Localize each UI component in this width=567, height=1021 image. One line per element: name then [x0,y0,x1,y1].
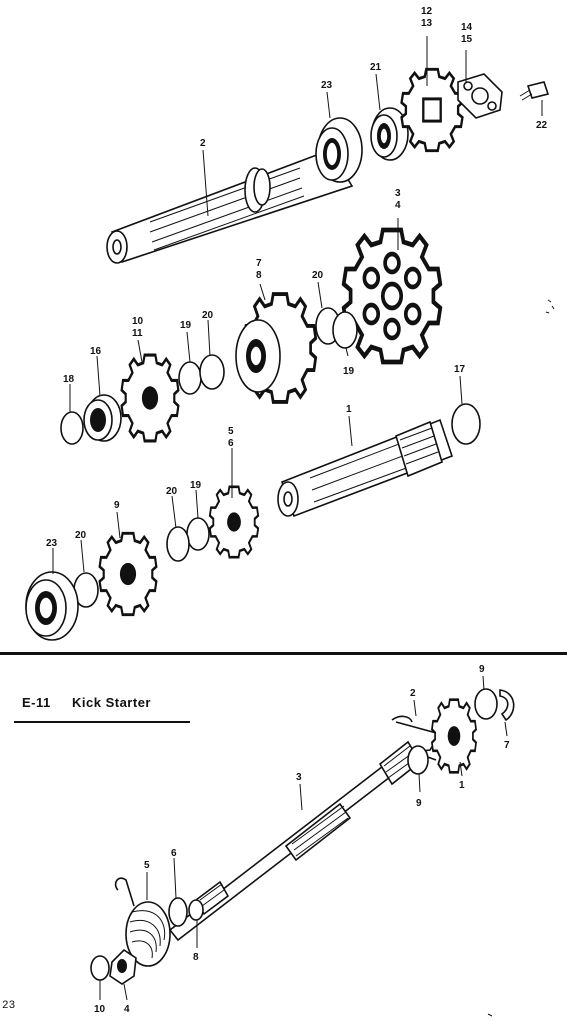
washer-9-top-part [474,688,498,720]
callout-23-bottom: 23 [46,538,58,549]
callout-lower-5: 5 [144,860,150,871]
gear-10-11-part [120,353,180,443]
circlip-20-a-part [199,354,225,390]
gear-5-6-part [208,485,260,559]
callout-19-c: 19 [190,480,202,491]
section-name: Kick Starter [72,695,151,710]
callout-2: 2 [200,138,206,149]
callout-20-c: 20 [75,530,87,541]
nut-4-part [109,948,137,985]
callout-lower-9-mid: 9 [416,798,422,809]
leader-lines-upper [52,36,543,574]
callout-21: 21 [370,62,382,73]
circlip-7-part [499,689,515,722]
bearing-21-part [370,107,409,161]
return-spring-5-part [114,877,171,967]
callouts-lower: 9 2 7 1 9 3 5 6 8 10 4 [94,664,510,1015]
bearing-23-top-part [315,117,363,183]
callout-lower-1: 1 [459,780,465,791]
bushing-16-part [83,394,122,442]
washer-18-part [60,411,84,445]
bolt-22-part [519,81,550,101]
washer-19-a-part [178,361,202,395]
callout-16: 16 [90,346,102,357]
circlip-20-b-part [166,526,190,562]
section-heading: E-11 Kick Starter [14,695,190,723]
callout-19-b: 19 [343,366,355,377]
callout-lower-7: 7 [504,740,510,751]
heading-underline [14,721,190,723]
section-divider [0,652,567,655]
plate-14-15-part [457,73,503,119]
callout-19-a: 19 [180,320,192,331]
section-code: E-11 [22,695,51,710]
callout-22: 22 [536,120,548,131]
callout-lower-3: 3 [296,772,302,783]
washer-9-mid-part [407,745,429,775]
callout-20-mid: 20 [312,270,324,281]
mainshaft-part [106,149,354,264]
speck-mark [545,299,555,314]
washer-6-part [168,897,188,927]
leader-lines-lower [99,675,508,1001]
collar-8-part [188,899,204,921]
callout-lower-4: 4 [124,1004,130,1015]
kick-spindle-part [168,740,422,942]
page-number: 23 [2,1000,15,1012]
washer-19-c-part [186,517,210,551]
callout-9: 9 [114,500,120,511]
callout-23-top: 23 [321,80,333,91]
sprocket-12-13-part [400,67,464,153]
callout-1: 1 [346,404,352,415]
callout-lower-8: 8 [193,952,199,963]
callout-lower-10: 10 [94,1004,106,1015]
bearing-23-bottom-part [25,571,79,641]
ratchet-gear-1-part [430,698,478,774]
speck-mark-lower [487,1013,493,1017]
gear-7-8-part [235,292,318,404]
callout-lower-6: 6 [171,848,177,859]
callout-17: 17 [454,364,466,375]
kick-starter-group: 9 2 7 1 9 3 5 6 8 10 4 [90,664,515,1017]
callout-20-b: 20 [166,486,178,497]
callout-20-a: 20 [202,310,214,321]
gear-9-part [98,531,158,617]
washer-17-part [451,403,481,445]
callout-lower-9-top: 9 [479,664,485,675]
countershaft-part [277,418,454,518]
washer-19-b-part [332,311,358,349]
callout-lower-2: 2 [410,688,416,699]
washer-10-part [90,955,110,981]
callout-18: 18 [63,374,75,385]
gear-3-4-part [344,230,441,362]
